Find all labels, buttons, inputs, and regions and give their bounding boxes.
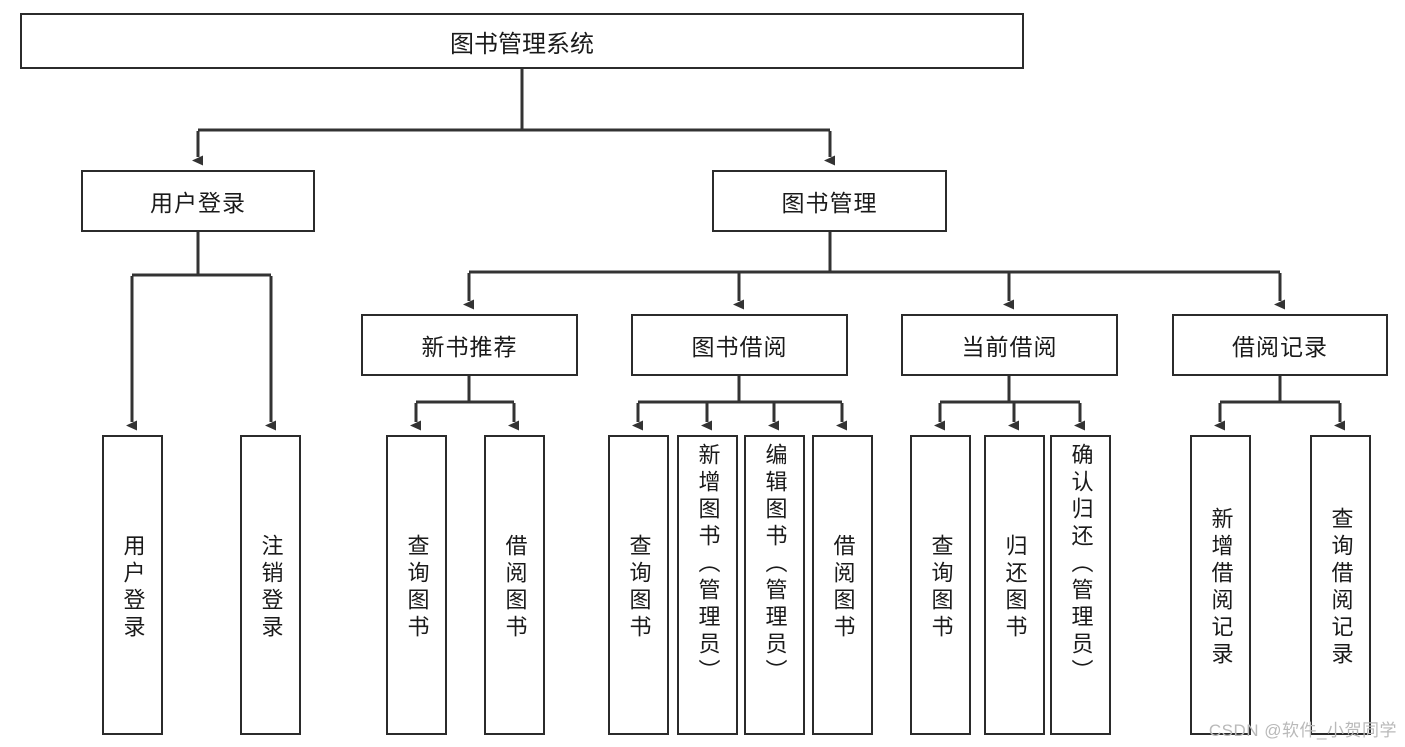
- node-book-borrow[interactable]: 图书借阅: [631, 314, 848, 376]
- node-leaf-edit-book-admin[interactable]: 编辑图书（管理员）: [744, 435, 805, 735]
- node-label: 借阅图书: [502, 534, 528, 642]
- node-label: 图书借阅: [691, 334, 788, 360]
- node-book-manage[interactable]: 图书管理: [712, 170, 947, 232]
- node-label: 注销登录: [258, 534, 284, 642]
- node-leaf-user-login[interactable]: 用户登录: [102, 435, 163, 735]
- node-leaf-borrow-book-2[interactable]: 借阅图书: [812, 435, 873, 735]
- node-label: 借阅图书: [830, 534, 856, 642]
- node-leaf-query-book-3[interactable]: 查询图书: [910, 435, 971, 735]
- node-label: 查询图书: [928, 534, 954, 642]
- node-user-login[interactable]: 用户登录: [81, 170, 315, 232]
- node-leaf-query-book-1[interactable]: 查询图书: [386, 435, 447, 735]
- node-label: 确认归还（管理员）: [1068, 443, 1094, 686]
- node-label: 用户登录: [150, 190, 246, 216]
- node-label: 借阅记录: [1232, 334, 1328, 360]
- node-current-borrow[interactable]: 当前借阅: [901, 314, 1118, 376]
- node-label: 查询借阅记录: [1328, 507, 1354, 669]
- node-label: 查询图书: [626, 534, 652, 642]
- node-leaf-add-borrow-record[interactable]: 新增借阅记录: [1190, 435, 1251, 735]
- node-leaf-return-book[interactable]: 归还图书: [984, 435, 1045, 735]
- node-label: 新增借阅记录: [1208, 507, 1234, 669]
- node-label: 当前借阅: [961, 334, 1058, 360]
- node-label: 查询图书: [404, 534, 430, 642]
- node-leaf-confirm-return-admin[interactable]: 确认归还（管理员）: [1050, 435, 1111, 735]
- node-leaf-user-logout[interactable]: 注销登录: [240, 435, 301, 735]
- node-label: 图书管理: [781, 190, 878, 216]
- node-label: 编辑图书（管理员）: [762, 443, 788, 686]
- node-label: 归还图书: [1002, 534, 1028, 642]
- node-root-system[interactable]: 图书管理系统: [20, 13, 1024, 69]
- node-leaf-add-book-admin[interactable]: 新增图书（管理员）: [677, 435, 738, 735]
- node-label: 图书管理系统: [450, 30, 594, 58]
- node-label: 新增图书（管理员）: [695, 443, 721, 686]
- node-borrow-record[interactable]: 借阅记录: [1172, 314, 1388, 376]
- node-new-book-recommend[interactable]: 新书推荐: [361, 314, 578, 376]
- csdn-watermark: CSDN @软件_小贺同学: [1208, 721, 1397, 740]
- node-label: 用户登录: [120, 534, 146, 642]
- node-leaf-query-borrow-record[interactable]: 查询借阅记录: [1310, 435, 1371, 735]
- node-label: 新书推荐: [421, 334, 518, 360]
- node-leaf-query-book-2[interactable]: 查询图书: [608, 435, 669, 735]
- node-leaf-borrow-book-1[interactable]: 借阅图书: [484, 435, 545, 735]
